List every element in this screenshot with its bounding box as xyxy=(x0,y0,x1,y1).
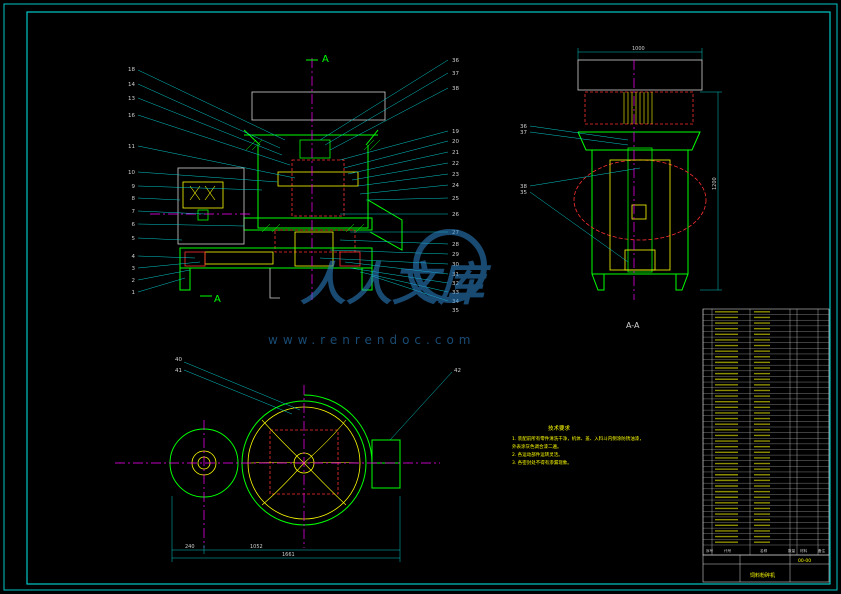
callout-16: 16 xyxy=(128,113,135,119)
callout-18: 18 xyxy=(128,67,135,73)
title-block-number: 00-00 xyxy=(798,558,811,564)
section-mark-bottom: A xyxy=(214,294,221,305)
tech-notes-line-2: 外表涂灰色调合漆二遍。 xyxy=(512,443,562,450)
callout-26: 26 xyxy=(452,212,459,218)
callout-14: 14 xyxy=(128,82,135,88)
tech-notes-title: 技术要求 xyxy=(548,424,571,432)
callout-8: 8 xyxy=(132,196,136,202)
plan-callouts: 40 41 xyxy=(175,357,182,374)
side-callout-38: 38 xyxy=(520,184,527,190)
callout-1: 1 xyxy=(132,290,136,296)
callout-33: 33 xyxy=(452,290,459,296)
callout-25: 25 xyxy=(452,196,459,202)
side-callout-35: 35 xyxy=(520,190,527,196)
tech-notes-line-1: 1. 装配前所有零件清洗干净，机体、盖、入料斗内侧涂防锈油漆， xyxy=(512,435,644,442)
side-callout-36: 36 xyxy=(520,124,527,130)
tech-notes-line-3: 2. 各运动部件运转灵活。 xyxy=(512,451,563,458)
callout-22: 22 xyxy=(452,161,459,167)
section-view-label: A-A xyxy=(626,321,640,330)
callout-32: 32 xyxy=(452,281,459,287)
callout-36: 36 xyxy=(452,58,459,64)
title-block-headers: 序号 代号 名称 数量 材料 备注 xyxy=(706,548,826,553)
callout-38: 38 xyxy=(452,86,459,92)
callout-13: 13 xyxy=(128,96,135,102)
plan-callout-40: 40 xyxy=(175,357,182,363)
dim-bottom-total: 1661 xyxy=(282,552,295,558)
callout-10: 10 xyxy=(128,170,135,176)
callout-9: 9 xyxy=(132,184,136,190)
side-callout-37: 37 xyxy=(520,130,527,136)
watermark-url: www.renrendoc.com xyxy=(268,333,475,347)
callout-23: 23 xyxy=(452,172,459,178)
watermark: 人人文库 www.renrendoc.com xyxy=(268,229,492,347)
header-name: 名称 xyxy=(760,548,768,553)
tech-notes-line-4: 3. 各密封处不得有渗漏现象。 xyxy=(512,459,572,466)
callout-31: 31 xyxy=(452,272,459,278)
front-section-view xyxy=(137,58,449,302)
callout-11: 11 xyxy=(128,144,135,150)
callout-2: 2 xyxy=(132,278,136,284)
callout-20: 20 xyxy=(452,139,459,145)
header-material: 材料 xyxy=(800,548,808,553)
watermark-brand: 人人文库 xyxy=(300,257,492,311)
plan-callout-42: 42 xyxy=(454,368,461,374)
callout-29: 29 xyxy=(452,252,459,258)
dim-bottom-left: 240 xyxy=(185,544,195,550)
callout-19: 19 xyxy=(452,129,459,135)
callout-4: 4 xyxy=(132,254,136,260)
left-callouts: 18 14 13 16 11 10 9 8 7 6 5 4 3 2 1 xyxy=(128,67,136,296)
callout-5: 5 xyxy=(132,236,136,242)
callout-28: 28 xyxy=(452,242,459,248)
callout-30: 30 xyxy=(452,262,459,268)
callout-7: 7 xyxy=(132,209,136,215)
parts-list-table xyxy=(702,308,830,556)
callout-3: 3 xyxy=(132,266,136,272)
tech-notes: 技术要求 1. 装配前所有零件清洗干净，机体、盖、入料斗内侧涂防锈油漆， 外表涂… xyxy=(512,424,644,466)
header-code: 代号 xyxy=(724,548,732,553)
plan-callout-41: 41 xyxy=(175,368,182,374)
header-qty: 数量 xyxy=(788,548,796,553)
dim-bottom-mid: 1052 xyxy=(250,544,263,550)
callout-24: 24 xyxy=(452,183,459,189)
title-block-name: 饲料粉碎机 xyxy=(750,572,775,579)
side-section-view xyxy=(529,48,722,300)
callout-6: 6 xyxy=(132,222,136,228)
plan-view xyxy=(115,361,453,562)
section-mark-top: A xyxy=(322,54,329,65)
callout-21: 21 xyxy=(452,150,459,156)
callout-37: 37 xyxy=(452,71,459,77)
dim-side-height: 1200 xyxy=(712,177,718,190)
dim-top-view-width: 1000 xyxy=(632,46,645,52)
callout-35: 35 xyxy=(452,308,459,314)
header-seq: 序号 xyxy=(706,548,714,553)
inner-border xyxy=(26,11,831,585)
header-remark: 备注 xyxy=(818,548,826,553)
side-callouts: 36 37 38 35 xyxy=(520,124,527,196)
outer-border xyxy=(3,3,838,591)
title-block: 饲料粉碎机 00-00 xyxy=(702,554,830,583)
